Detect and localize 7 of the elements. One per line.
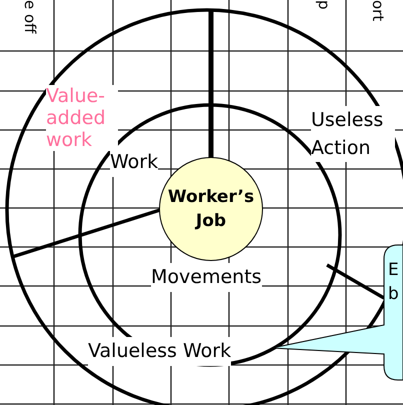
ring-label: e off <box>22 0 37 34</box>
ring-label: Movements <box>151 263 262 292</box>
ring-label: Useless Action <box>311 106 395 162</box>
ring-label: Work <box>110 148 158 176</box>
ring-label: Value-added work <box>46 85 118 151</box>
ring-label: ort <box>370 0 385 22</box>
ring-label: Valueless Work <box>88 337 232 366</box>
